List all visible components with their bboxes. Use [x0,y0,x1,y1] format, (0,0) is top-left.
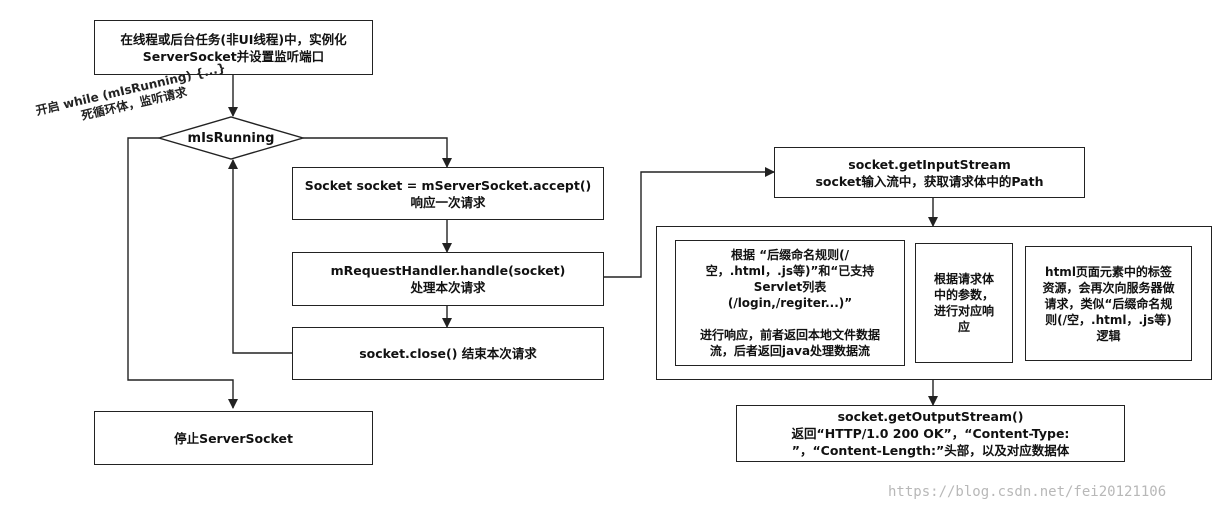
watermark: https://blog.csdn.net/fei20121106 [888,484,1167,500]
arrow-decision-to-accept [303,137,452,168]
input-stream-box: socket.getInputStream socket输入流中，获取请求体中的… [774,147,1085,198]
arrow-decision-to-stop [127,137,238,409]
close-box: socket.close() 结束本次请求 [292,327,604,380]
param-response-box: 根据请求体 中的参数， 进行对应响 应 [915,243,1013,363]
decision-diamond [156,116,306,160]
accept-box: Socket socket = mServerSocket.accept() 响… [292,167,604,220]
arrow-handle-to-input [604,167,775,278]
stop-box: 停止ServerSocket [94,411,373,465]
handle-box: mRequestHandler.handle(socket) 处理本次请求 [292,252,604,306]
output-stream-box: socket.getOutputStream() 返回“HTTP/1.0 200… [736,405,1125,462]
decision-label: mIsRunning [187,130,275,146]
suffix-rule-box: 根据 “后缀命名规则(/ 空，.html，.js等)”和“已支持 Servlet… [675,240,905,366]
html-resource-box: html页面元素中的标签 资源，会再次向服务器做 请求，类似“后缀命名规 则(/… [1025,246,1192,361]
arrow-close-to-decision [228,159,292,354]
init-box: 在线程或后台任务(非UI线程)中，实例化 ServerSocket并设置监听端口 [94,20,373,75]
